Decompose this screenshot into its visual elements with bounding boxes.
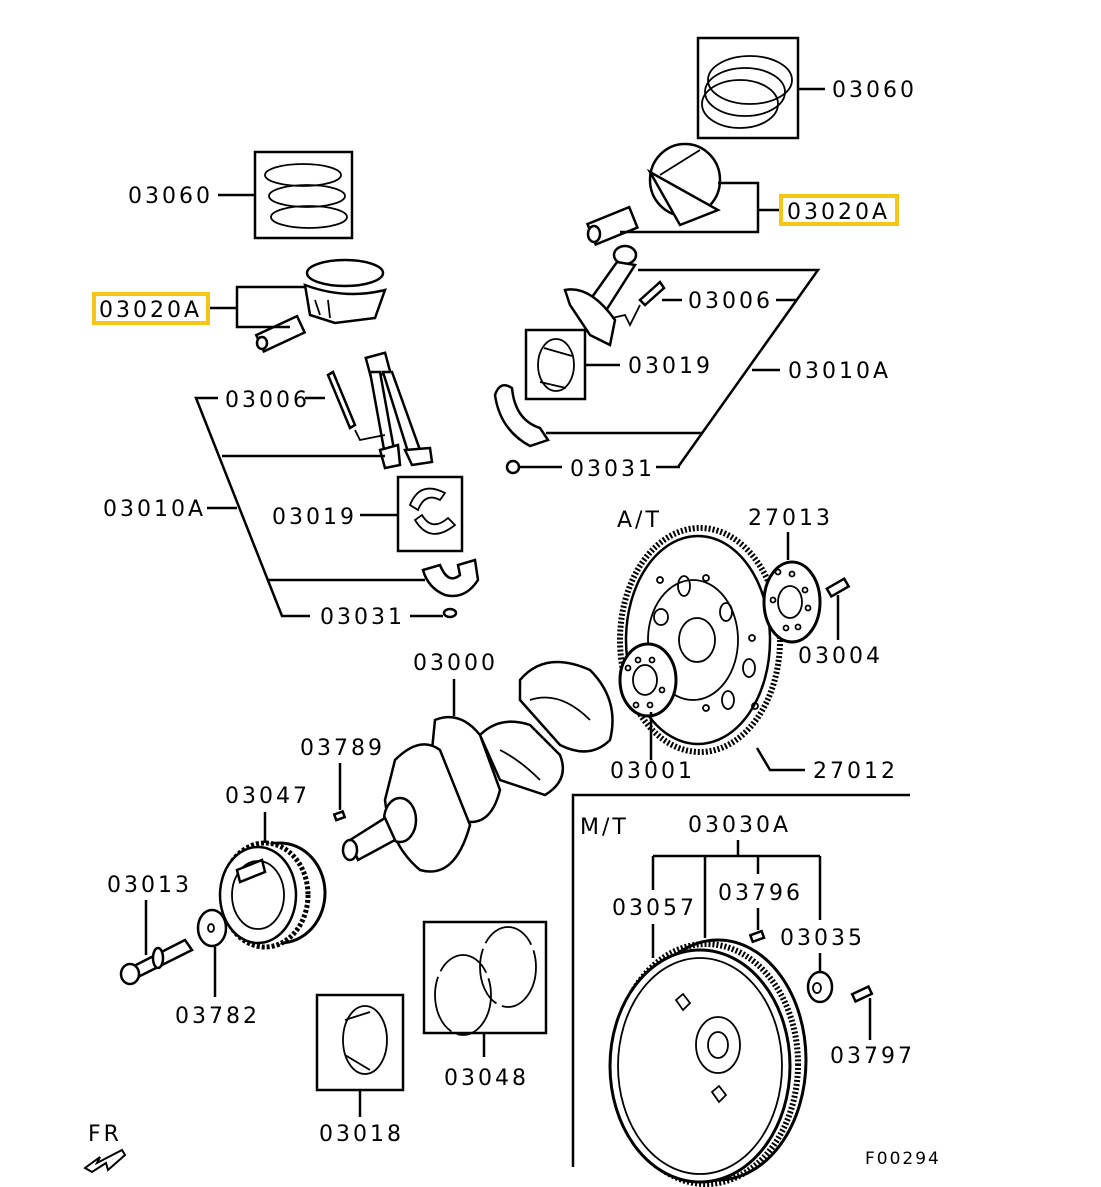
section-label-mt: M/T: [580, 815, 629, 840]
callout-03013[interactable]: 03013: [107, 873, 192, 898]
callout-03010a-left[interactable]: 03010A: [103, 497, 206, 522]
direction-label: FR: [88, 1122, 122, 1147]
callout-03797[interactable]: 03797: [830, 1044, 915, 1069]
washer: [196, 908, 228, 948]
callout-03019-right[interactable]: 03019: [628, 354, 713, 379]
connecting-rod-right: [563, 244, 666, 347]
callout-03047[interactable]: 03047: [225, 784, 310, 809]
callout-03060-right[interactable]: 03060: [832, 78, 917, 103]
callout-03006-left[interactable]: 03006: [225, 388, 310, 413]
callout-03031-right[interactable]: 03031: [570, 457, 655, 482]
flywheel: [608, 938, 808, 1187]
callout-03782[interactable]: 03782: [175, 1004, 260, 1029]
callout-03035[interactable]: 03035: [780, 926, 865, 951]
front-direction-arrow-icon: [83, 1148, 127, 1174]
figure-id: F00294: [865, 1149, 941, 1169]
callout-03000[interactable]: 03000: [413, 651, 498, 676]
callout-03006-right[interactable]: 03006: [688, 289, 773, 314]
callout-27012[interactable]: 27012: [813, 759, 898, 784]
callout-03001[interactable]: 03001: [610, 759, 695, 784]
callout-03018[interactable]: 03018: [319, 1122, 404, 1147]
callout-03031-left[interactable]: 03031: [320, 605, 405, 630]
callout-03004[interactable]: 03004: [798, 644, 883, 669]
callout-03030a[interactable]: 03030A: [688, 813, 791, 838]
callout-03048[interactable]: 03048: [444, 1066, 529, 1091]
thrust-bearing: [422, 920, 548, 1036]
callout-03060-left[interactable]: 03060: [128, 184, 213, 209]
drive-plate-adapter: [762, 560, 822, 644]
section-label-at: A/T: [617, 508, 662, 533]
piston-left: [254, 258, 387, 354]
callout-27013[interactable]: 27013: [748, 506, 833, 531]
rod-bearing-right: [524, 328, 587, 401]
pulley-bolt: [119, 938, 194, 986]
callout-03789[interactable]: 03789: [300, 736, 385, 761]
pilot-bearing: [806, 970, 834, 1004]
manual-section-border: [571, 793, 910, 1167]
rod-bearing-left: [396, 475, 464, 553]
main-bearing: [315, 993, 405, 1092]
damper-pulley: [218, 840, 327, 950]
callout-03019-left[interactable]: 03019: [272, 505, 357, 530]
rod-cap-right: [493, 383, 550, 448]
callout-03010a-right[interactable]: 03010A: [788, 359, 891, 384]
flywheel-bolt: [850, 984, 874, 1004]
connecting-rod-left: [326, 351, 434, 470]
drive-plate-bolt: [825, 576, 851, 599]
piston-right: [585, 142, 722, 247]
drive-plate: [617, 525, 783, 755]
callout-03057[interactable]: 03057: [612, 896, 697, 921]
piston-rings-right: [696, 36, 800, 140]
crankshaft: [341, 660, 614, 873]
crank-adapter: [618, 642, 678, 718]
rod-cap-left: [421, 558, 480, 598]
callout-03020a-right[interactable]: 03020A: [787, 200, 890, 225]
callout-03796[interactable]: 03796: [718, 881, 803, 906]
callout-03020a-left[interactable]: 03020A: [99, 298, 202, 323]
piston-rings-left: [253, 150, 354, 240]
